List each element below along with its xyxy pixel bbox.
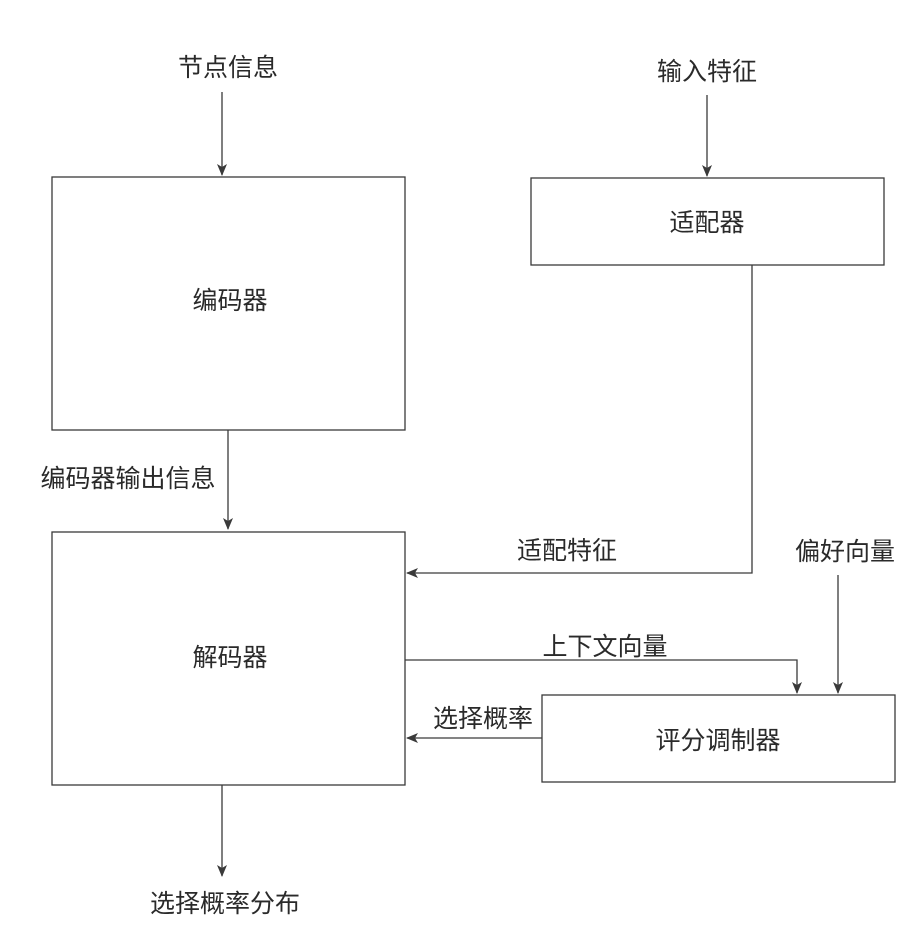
scoring-modulator-label: 评分调制器	[655, 726, 780, 755]
selection-prob-label: 选择概率	[433, 704, 533, 733]
context-vector-label: 上下文向量	[542, 632, 667, 661]
selection-distribution-label: 选择概率分布	[150, 889, 300, 918]
encoder-label: 编码器	[192, 286, 267, 315]
adapted-features-arrow	[407, 265, 752, 573]
adapter-label: 适配器	[669, 208, 744, 237]
adapted-features-label: 适配特征	[517, 536, 617, 565]
input-features-label: 输入特征	[657, 57, 757, 86]
node-info-label: 节点信息	[178, 53, 278, 82]
context-vector-arrow	[405, 660, 797, 693]
encoder-output-label: 编码器输出信息	[40, 464, 215, 493]
preference-vector-label: 偏好向量	[795, 537, 895, 566]
decoder-label: 解码器	[192, 643, 267, 672]
